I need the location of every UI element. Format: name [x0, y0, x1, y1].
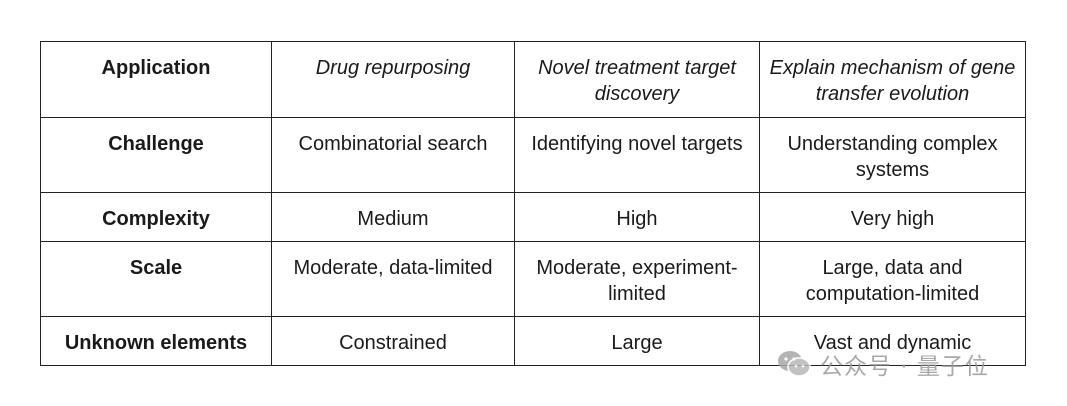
comparison-table: Application Drug repurposing Novel treat…	[40, 41, 1026, 366]
wechat-icon	[776, 349, 812, 379]
watermark-text: 公众号 · 量子位	[820, 354, 989, 380]
table-cell: Understanding complex systems	[759, 117, 1026, 193]
table-cell: Explain mechanism of gene transfer evolu…	[759, 41, 1026, 118]
table-cell: Combinatorial search	[271, 117, 515, 193]
row-label-complexity: Complexity	[40, 192, 272, 242]
watermark: 公众号 · 量子位	[776, 344, 989, 384]
row-label-scale: Scale	[40, 241, 272, 317]
table-cell: Drug repurposing	[271, 41, 515, 118]
table-cell: High	[514, 192, 760, 242]
table-row-challenge: Challenge Combinatorial search Identifyi…	[40, 117, 1026, 193]
table-cell: Constrained	[271, 316, 515, 366]
table-row-application: Application Drug repurposing Novel treat…	[40, 41, 1026, 118]
table-cell: Moderate, experiment-limited	[514, 241, 760, 317]
table-cell: Large	[514, 316, 760, 366]
table-cell: Vast and dynamic	[759, 316, 1026, 366]
table-cell: Novel treatment target discovery	[514, 41, 760, 118]
table-cell: Large, data and computation-limited	[759, 241, 1026, 317]
row-label-unknown-elements: Unknown elements	[40, 316, 272, 366]
table-cell: Very high	[759, 192, 1026, 242]
table-cell: Medium	[271, 192, 515, 242]
table-row-scale: Scale Moderate, data-limited Moderate, e…	[40, 241, 1026, 317]
table-row-unknown-elements: Unknown elements Constrained Large Vast …	[40, 316, 1026, 366]
row-label-application: Application	[40, 41, 272, 118]
row-label-challenge: Challenge	[40, 117, 272, 193]
table-cell: Identifying novel targets	[514, 117, 760, 193]
table-cell: Moderate, data-limited	[271, 241, 515, 317]
table-row-complexity: Complexity Medium High Very high	[40, 192, 1026, 242]
